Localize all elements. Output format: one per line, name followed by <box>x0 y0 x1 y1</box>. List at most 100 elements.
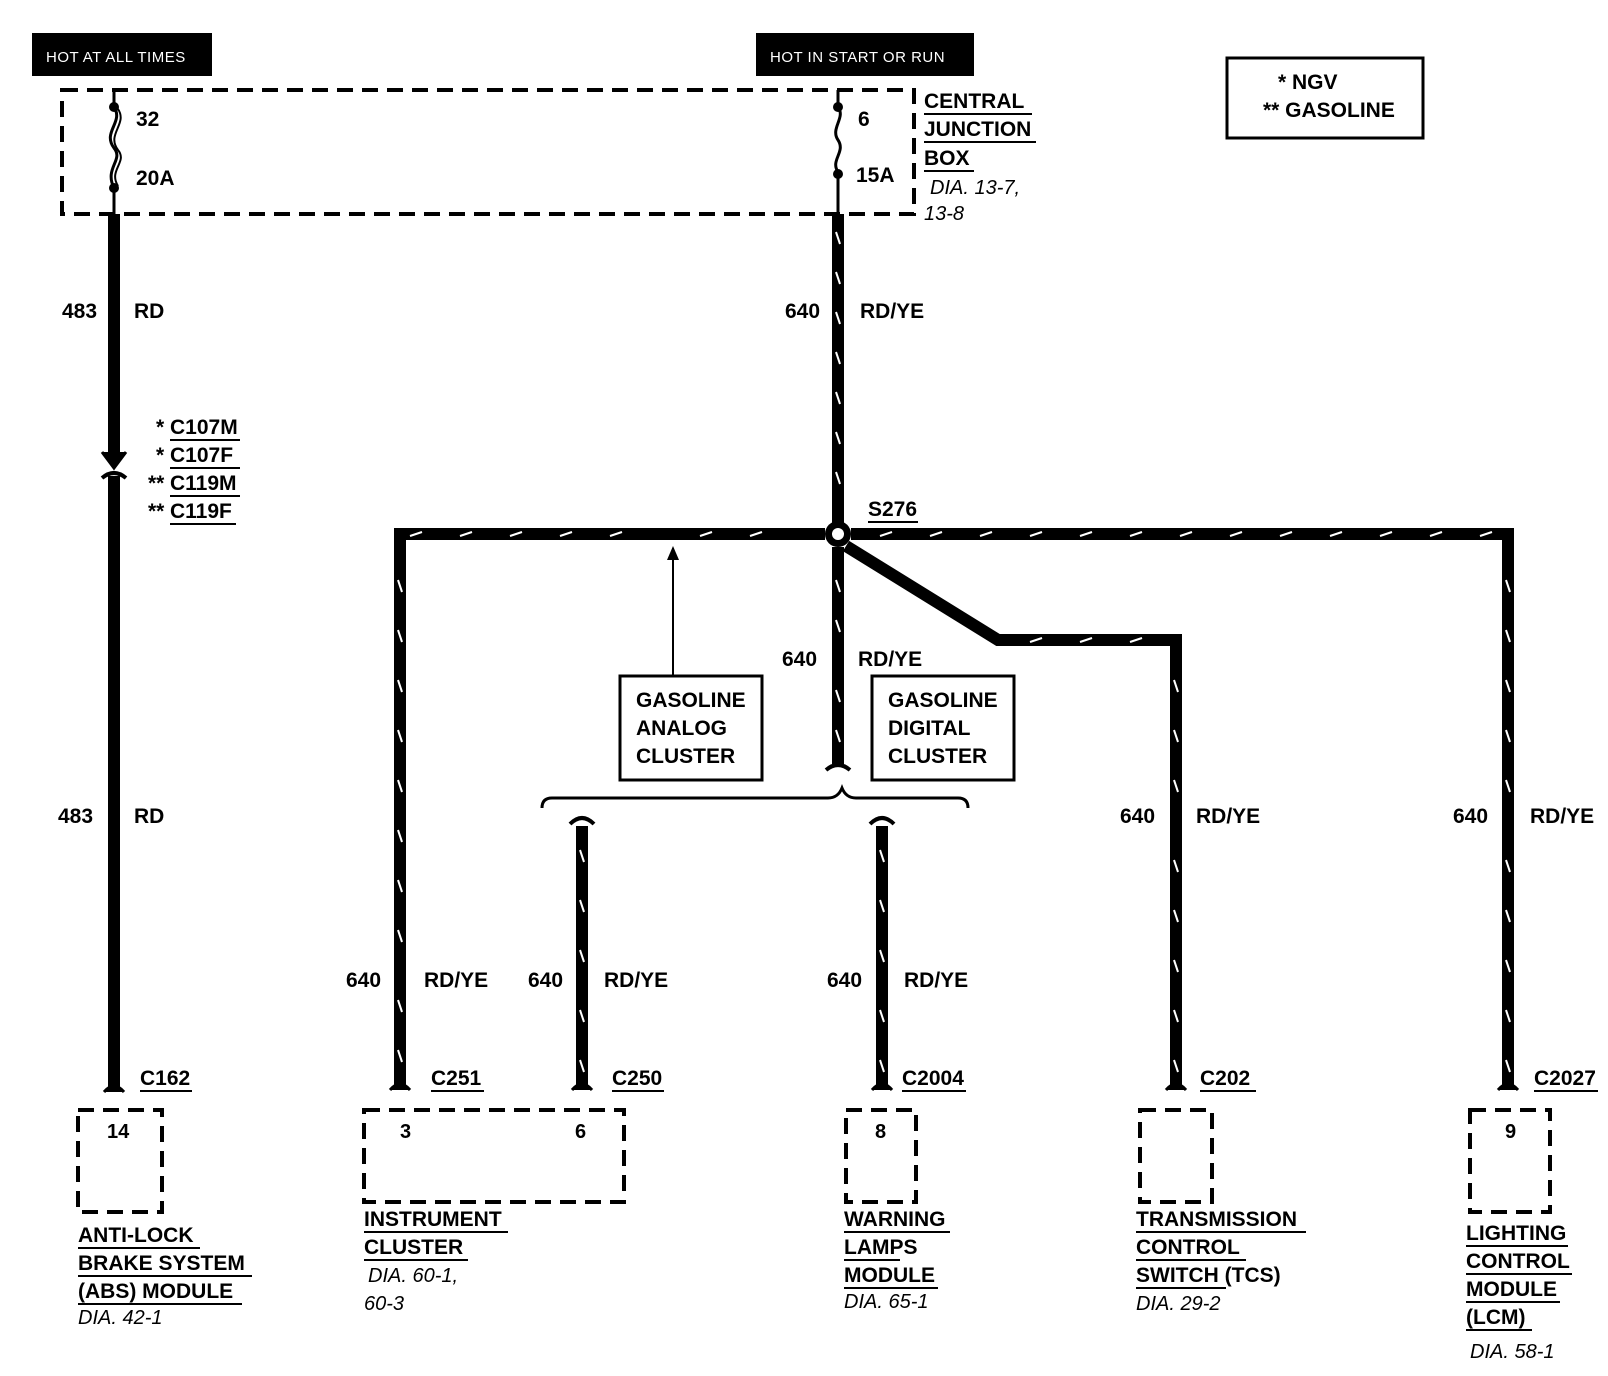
splice-s276: S276 <box>825 498 918 547</box>
c119f-mark: ** <box>148 500 165 523</box>
gasoline-analog-cluster-box: GASOLINE ANALOG CLUSTER <box>618 674 764 782</box>
cluster-dia1: DIA. 60-1, <box>368 1265 458 1287</box>
wire-640-c2027: 640 RD/YE <box>1453 528 1594 1092</box>
c119f-label: C119F <box>170 500 232 523</box>
warning-pin: 8 <box>875 1121 886 1143</box>
c107f-mark: * <box>156 444 165 467</box>
legend-gasoline: ** GASOLINE <box>1263 99 1395 122</box>
wire-483-bottom-color: RD <box>134 805 164 828</box>
component-warning-lamps-module: 8 WARNING LAMPS MODULE DIA. 65-1 <box>844 1108 950 1313</box>
central-junction-box: CENTRAL JUNCTION BOX DIA. 13-7, 13-8 <box>60 88 1036 225</box>
warning-line1: WARNING <box>844 1208 946 1231</box>
wire-640-c251: 640 RD/YE <box>346 528 488 1092</box>
fuse-6-number: 6 <box>858 108 870 131</box>
legend-box: * NGV ** GASOLINE <box>1225 56 1425 140</box>
lcm-dia: DIA. 58-1 <box>1470 1341 1554 1363</box>
connector-c162: C162 <box>140 1067 190 1090</box>
analog-arrow <box>667 546 679 676</box>
wire-483-top-color: RD <box>134 300 164 323</box>
tcs-line3: SWITCH (TCS) <box>1136 1264 1281 1287</box>
lcm-line2: CONTROL <box>1466 1250 1570 1273</box>
fuse-6: 6 15A <box>833 90 895 214</box>
wire-c251-color: RD/YE <box>424 969 488 992</box>
component-lighting-control-module: 9 LIGHTING CONTROL MODULE (LCM) DIA. 58-… <box>1466 1108 1572 1363</box>
wire-c250-number: 640 <box>528 969 563 992</box>
digital-line1: GASOLINE <box>888 689 998 712</box>
connector-c2027: C2027 <box>1534 1067 1596 1090</box>
connector-c202: C202 <box>1200 1067 1250 1090</box>
header-hot-at-all-times-text: HOT AT ALL TIMES <box>46 49 186 66</box>
c107m-label: C107M <box>170 416 238 439</box>
header-hot-in-start-or-run-text: HOT IN START OR RUN <box>770 49 945 66</box>
lcm-pin: 9 <box>1505 1121 1516 1143</box>
wire-640-c250: 640 RD/YE <box>528 816 668 1092</box>
tcs-line2: CONTROL <box>1136 1236 1240 1259</box>
component-abs-module: 14 ANTI-LOCK BRAKE SYSTEM (ABS) MODULE D… <box>76 1108 252 1329</box>
gasoline-digital-cluster-box: GASOLINE DIGITAL CLUSTER <box>870 674 1016 782</box>
abs-dia: DIA. 42-1 <box>78 1307 162 1329</box>
cluster-dia2: 60-3 <box>364 1293 404 1315</box>
fuse-6-rating: 15A <box>856 164 895 187</box>
wire-483-top-number: 483 <box>62 300 97 323</box>
splice-s276-label: S276 <box>868 498 917 521</box>
wire-640-c2004: 640 RD/YE <box>827 816 968 1092</box>
header-hot-at-all-times: HOT AT ALL TIMES <box>32 33 212 76</box>
analog-line2: ANALOG <box>636 717 727 740</box>
tcs-line1: TRANSMISSION <box>1136 1208 1297 1231</box>
c119m-label: C119M <box>170 472 237 495</box>
fuse-32-rating: 20A <box>136 167 175 190</box>
abs-line3: (ABS) MODULE <box>78 1280 233 1303</box>
wire-c251-number: 640 <box>346 969 381 992</box>
warning-dia: DIA. 65-1 <box>844 1291 928 1313</box>
c107f-label: C107F <box>170 444 233 467</box>
inline-connectors: * C107M * C107F ** C119M ** C119F <box>148 416 240 525</box>
wire-640-bus <box>394 528 1508 540</box>
analog-line1: GASOLINE <box>636 689 746 712</box>
wire-c202-number: 640 <box>1120 805 1155 828</box>
wire-640-mid-color: RD/YE <box>858 648 922 671</box>
abs-line2: BRAKE SYSTEM <box>78 1252 245 1275</box>
legend-ngv: * NGV <box>1278 71 1338 94</box>
wire-c2027-number: 640 <box>1453 805 1488 828</box>
digital-line3: CLUSTER <box>888 745 987 768</box>
abs-pin: 14 <box>107 1121 130 1143</box>
digital-line2: DIGITAL <box>888 717 971 740</box>
cluster-line2: CLUSTER <box>364 1236 463 1259</box>
lcm-line1: LIGHTING <box>1466 1222 1566 1245</box>
wire-640-mid-number: 640 <box>782 648 817 671</box>
wire-640-center: 640 RD/YE <box>782 547 922 772</box>
connector-c251: C251 <box>431 1067 482 1090</box>
wire-c250-color: RD/YE <box>604 969 668 992</box>
connector-labels: C162 C251 C250 C2004 C202 C2027 <box>140 1067 1598 1092</box>
connector-c2004: C2004 <box>902 1067 964 1090</box>
wire-c2004-color: RD/YE <box>904 969 968 992</box>
warning-line3: MODULE <box>844 1264 935 1287</box>
wire-c202-color: RD/YE <box>1196 805 1260 828</box>
wire-483-rd: 483 RD 483 RD <box>58 214 164 1094</box>
wire-c2004-number: 640 <box>827 969 862 992</box>
option-brace <box>540 783 970 809</box>
analog-line3: CLUSTER <box>636 745 735 768</box>
warning-line2: LAMPS <box>844 1236 918 1259</box>
wire-640-trunk: 640 RD/YE <box>785 214 924 534</box>
component-instrument-cluster: 3 6 INSTRUMENT CLUSTER DIA. 60-1, 60-3 <box>362 1108 626 1315</box>
header-hot-in-start-or-run: HOT IN START OR RUN <box>756 33 974 76</box>
component-transmission-control-switch: TRANSMISSION CONTROL SWITCH (TCS) DIA. 2… <box>1136 1108 1306 1315</box>
cjb-title-line3: BOX <box>924 147 970 170</box>
wire-640-c202: 640 RD/YE <box>842 540 1260 1092</box>
fuse-32: 32 20A <box>108 90 175 214</box>
wire-640-top-color: RD/YE <box>860 300 924 323</box>
wire-c2027-color: RD/YE <box>1530 805 1594 828</box>
lcm-line4: (LCM) <box>1466 1306 1525 1329</box>
c107m-mark: * <box>156 416 165 439</box>
cjb-dia-line1: DIA. 13-7, <box>930 177 1020 199</box>
cjb-title-line1: CENTRAL <box>924 90 1024 113</box>
wire-483-bottom-number: 483 <box>58 805 93 828</box>
lcm-line3: MODULE <box>1466 1278 1557 1301</box>
abs-line1: ANTI-LOCK <box>78 1224 193 1247</box>
cluster-pin-b: 6 <box>575 1121 586 1143</box>
wire-640-top-number: 640 <box>785 300 820 323</box>
cjb-title-line2: JUNCTION <box>924 118 1031 141</box>
fuse-32-number: 32 <box>136 108 159 131</box>
